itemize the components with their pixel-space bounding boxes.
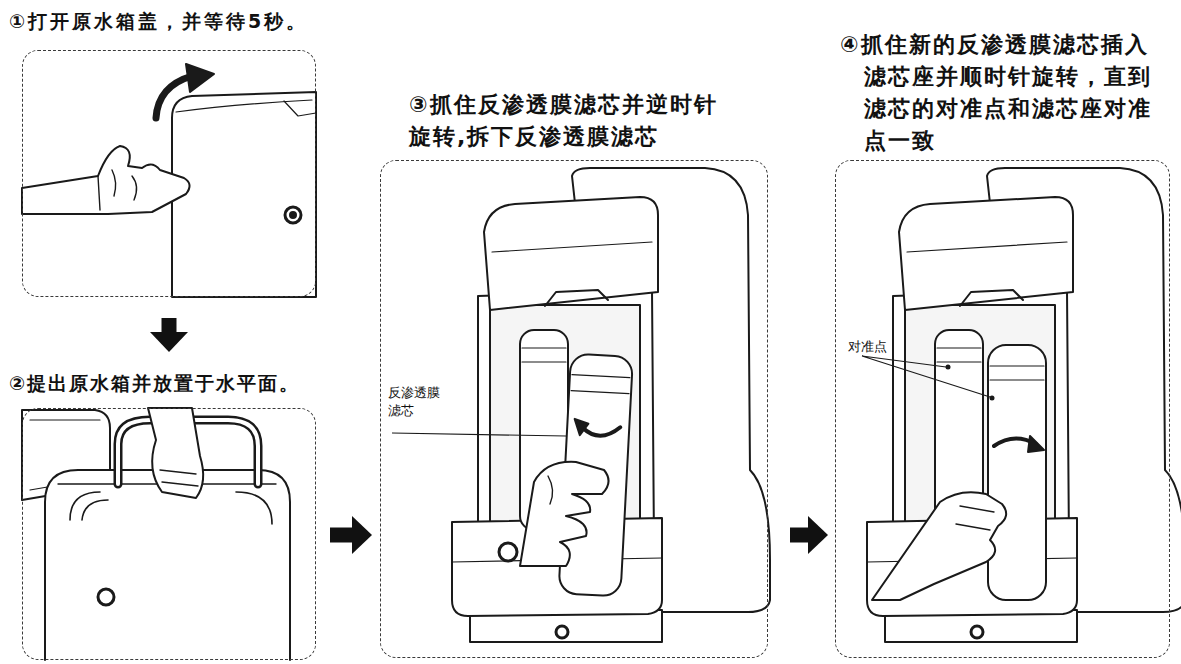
lid-seam bbox=[284, 101, 316, 116]
step-instruction: ①打开原水箱盖，并等待5秒。 bbox=[9, 9, 339, 33]
step-arrow bbox=[790, 528, 808, 543]
filter-ring bbox=[522, 348, 566, 362]
machine bbox=[452, 168, 770, 642]
install-filter-art bbox=[862, 168, 1181, 642]
machine bbox=[867, 168, 1181, 642]
leader-line bbox=[862, 356, 990, 397]
step-panel: ④抓住新的反渗透膜滤芯插入 滤芯座并顺时针旋转，直到 滤芯的对准点和滤芯座对准 … bbox=[835, 160, 1170, 658]
button bbox=[285, 207, 301, 223]
finger-line bbox=[956, 506, 994, 530]
finger-line bbox=[548, 476, 553, 504]
step-heading: ③抓住反渗透膜滤芯并逆时针 旋转,拆下反渗透膜滤芯 bbox=[409, 89, 729, 153]
water-tank bbox=[45, 470, 290, 660]
finger-line bbox=[98, 170, 137, 210]
filter-ro bbox=[988, 345, 1046, 600]
step-instruction: ③抓住反渗透膜滤芯并逆时针 旋转,拆下反渗透膜滤芯 bbox=[409, 89, 729, 153]
filter-ring bbox=[571, 375, 630, 394]
part-label: 对准点 bbox=[848, 338, 908, 356]
tank-lift-art bbox=[22, 408, 290, 660]
lid-edge bbox=[176, 100, 312, 112]
step-heading: ④抓住新的反渗透膜滤芯插入 滤芯座并顺时针旋转，直到 滤芯的对准点和滤芯座对准 … bbox=[840, 29, 1159, 157]
rotate-arrowhead bbox=[186, 64, 214, 92]
step-instruction: ②提出原水箱并放置于水平面。 bbox=[9, 371, 339, 395]
step-heading: ①打开原水箱盖，并等待5秒。 bbox=[9, 9, 339, 33]
step-heading: ②提出原水箱并放置于水平面。 bbox=[9, 371, 339, 395]
rotate-arrowhead bbox=[574, 419, 589, 436]
alignment-dot bbox=[946, 365, 951, 370]
step-arrow bbox=[162, 318, 177, 332]
step-instruction: ④抓住新的反渗透膜滤芯插入 滤芯座并顺时针旋转，直到 滤芯的对准点和滤芯座对准 … bbox=[864, 29, 1159, 157]
alignment-dot bbox=[990, 396, 995, 401]
part-label: 反渗透膜 滤芯 bbox=[388, 384, 444, 420]
hand bbox=[520, 462, 609, 566]
finger-line bbox=[160, 470, 198, 486]
step-panel: ③抓住反渗透膜滤芯并逆时针 旋转,拆下反渗透膜滤芯 bbox=[380, 160, 768, 658]
hand bbox=[22, 146, 190, 214]
step-panel: ②提出原水箱并放置于水平面。 bbox=[22, 408, 316, 660]
tank-tube bbox=[70, 492, 272, 524]
lid-open-art bbox=[22, 64, 316, 297]
button-dot bbox=[290, 212, 296, 218]
tank-button bbox=[98, 589, 114, 605]
step-arrow bbox=[330, 528, 352, 543]
filter-ring bbox=[990, 366, 1044, 380]
hand bbox=[148, 408, 203, 498]
rotate-arrowhead bbox=[1028, 436, 1044, 452]
step-panel: ①打开原水箱盖，并等待5秒。 bbox=[22, 50, 316, 297]
machine-body bbox=[172, 92, 316, 297]
hand bbox=[872, 492, 1006, 600]
rotate-arrow bbox=[582, 425, 620, 437]
remove-filter-art bbox=[392, 168, 770, 642]
rotate-arrow bbox=[156, 76, 192, 118]
filter-ring bbox=[937, 348, 981, 362]
leader-line bbox=[392, 433, 566, 436]
